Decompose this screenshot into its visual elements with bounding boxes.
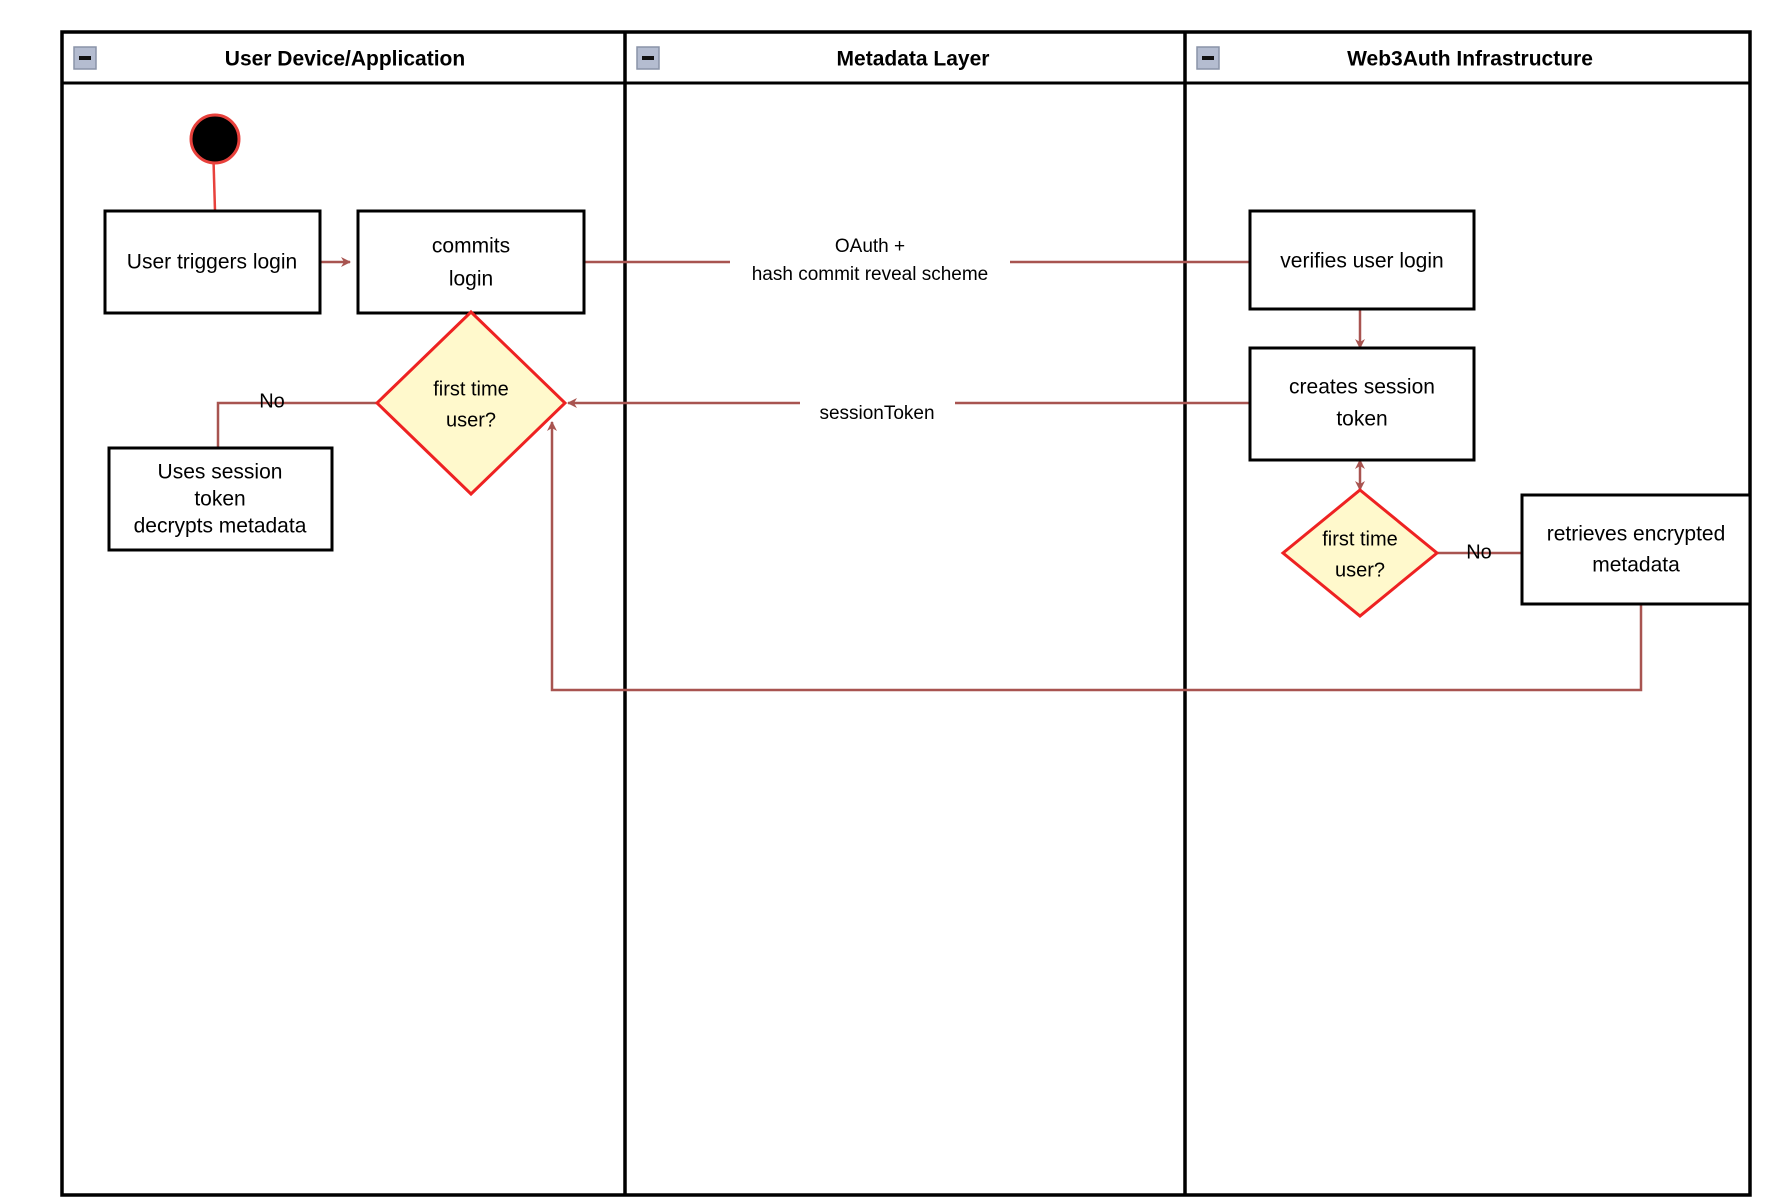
node-label-uses-session-line1: Uses session — [158, 461, 283, 484]
node-box — [1520, 493, 1752, 606]
node-creates-session-token[interactable]: creates session token — [1248, 346, 1476, 462]
collapse-icon-bar — [1202, 56, 1214, 60]
decision-label-left-line1: first time — [433, 378, 509, 400]
node-label-commits-login-line1: commits — [432, 235, 510, 258]
collapse-minus-icon[interactable] — [1196, 46, 1220, 70]
node-retrieves-encrypted-metadata[interactable]: retrieves encrypted metadata — [1520, 493, 1752, 606]
swimlane-frame — [60, 30, 1752, 1197]
node-label-commits-login-line2: login — [449, 268, 493, 291]
node-first-time-user-left[interactable]: first time user? — [374, 309, 568, 497]
node-label-user-triggers-login: User triggers login — [127, 251, 297, 274]
start-circle-icon — [189, 113, 241, 165]
decision-diamond — [1280, 488, 1440, 618]
collapse-minus-icon[interactable] — [636, 46, 660, 70]
node-commits-login[interactable]: commits login — [356, 209, 586, 315]
lane-header-user-device[interactable]: User Device/Application — [73, 46, 465, 71]
node-box — [107, 446, 334, 552]
node-uses-session-token[interactable]: Uses session token decrypts metadata — [107, 446, 334, 552]
decision-label-left-line2: user? — [446, 409, 496, 431]
node-label-uses-session-line2: token — [194, 488, 245, 511]
decision-label-right-line2: user? — [1335, 559, 1385, 581]
swimlane-outer-frame — [60, 30, 1752, 1197]
lane-title-web3auth: Web3Auth Infrastructure — [1347, 48, 1593, 71]
node-label-creates-session-line1: creates session — [1289, 376, 1435, 399]
node-first-time-user-right[interactable]: first time user? — [1280, 488, 1440, 618]
node-box — [1248, 209, 1476, 311]
edge-retrieves-loop-back — [547, 421, 1643, 692]
lane-title-user-device: User Device/Application — [225, 48, 465, 71]
decision-diamond — [374, 309, 568, 497]
edge-label-no-left: No — [259, 390, 285, 412]
node-box — [356, 209, 586, 315]
node-box — [103, 209, 322, 315]
lane-title-metadata: Metadata Layer — [837, 48, 990, 71]
node-user-triggers-login[interactable]: User triggers login — [103, 209, 322, 315]
edge-label-session-token: sessionToken — [819, 403, 934, 424]
node-box — [1248, 346, 1476, 462]
node-label-verifies-user-login: verifies user login — [1280, 250, 1443, 273]
decision-label-right-line1: first time — [1322, 528, 1398, 550]
edge-label-no-right: No — [1466, 541, 1492, 563]
lane-header-web3auth[interactable]: Web3Auth Infrastructure — [1196, 46, 1593, 71]
collapse-icon-bar — [642, 56, 654, 60]
collapse-minus-icon[interactable] — [73, 46, 97, 70]
node-label-retrieves-line2: metadata — [1592, 554, 1680, 577]
edge-label-oauth-line2: hash commit reveal scheme — [752, 264, 989, 285]
node-label-uses-session-line3: decrypts metadata — [134, 515, 307, 538]
edge-decision-left-no — [216, 401, 392, 448]
edge-label-oauth-line1: OAuth + — [835, 236, 905, 257]
node-verifies-user-login[interactable]: verifies user login — [1248, 209, 1476, 311]
node-label-creates-session-line2: token — [1336, 408, 1387, 431]
lane-header-metadata[interactable]: Metadata Layer — [636, 46, 990, 71]
collapse-icon-bar — [79, 56, 91, 60]
node-label-retrieves-line1: retrieves encrypted — [1547, 523, 1726, 546]
start-node[interactable] — [189, 113, 241, 165]
